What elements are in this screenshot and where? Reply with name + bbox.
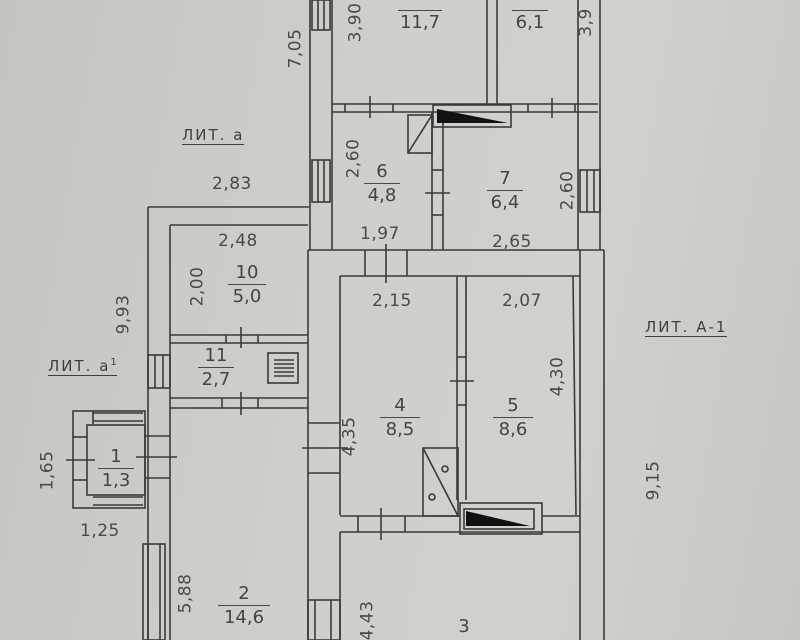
room-7: 7 6,4 [487,170,523,212]
room-3: 3 [458,616,470,637]
room-6: 6 4,8 [364,163,400,205]
dimension-215: 2,15 [372,291,412,311]
dimension-125: 1,25 [80,521,120,541]
room-2: 2 14,6 [218,585,270,627]
literal-lit-a: ЛИТ. а [182,126,245,145]
room-1: 1 1,3 [98,448,134,490]
dimension-165: 1,65 [37,450,58,491]
room-11: 11 2,7 [198,347,234,389]
literal-lit-A1: ЛИТ. А-1 [645,318,728,337]
room-8: 8 6,1 [512,0,548,32]
dimension-197: 1,97 [360,224,400,244]
dimension-443: 4,43 [357,600,378,640]
dimension-260-room7: 2,60 [557,170,578,211]
dimension-283: 2,83 [212,174,252,194]
dimension-993: 9,93 [113,294,134,335]
dimension-390-left: 3,90 [345,2,366,43]
literal-lit-a1: ЛИТ. а1 [48,357,117,376]
dimension-248: 2,48 [218,231,258,251]
room-9: 9 11,7 [398,10,442,33]
room-4: 4 8,5 [380,397,420,439]
dimension-430: 4,30 [547,356,568,397]
dimension-705: 7,05 [285,28,306,69]
dimension-200: 2,00 [187,266,208,307]
dimension-435: 4,35 [339,416,360,457]
room-5: 5 8,6 [493,397,533,439]
dimension-390-right: 3,9 [575,8,596,37]
dimension-915: 9,15 [643,460,664,501]
dimension-588: 5,88 [175,573,196,614]
dimension-265: 2,65 [492,232,532,252]
room-10: 10 5,0 [228,264,266,306]
dimension-260-room6: 2,60 [343,138,364,179]
dimension-207: 2,07 [502,291,542,311]
